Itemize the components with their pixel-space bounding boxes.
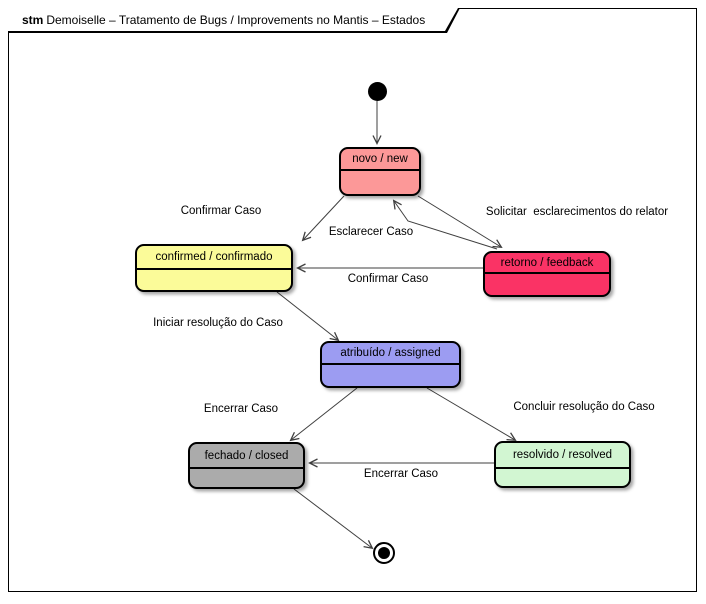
state-fechado-name: fechado / closed bbox=[190, 444, 303, 469]
transition-atribuido-to-resolvido bbox=[426, 387, 517, 441]
transition-label-concluir-resolucao: Concluir resolução do Caso bbox=[513, 401, 655, 413]
diagram-keyword: stm bbox=[22, 13, 44, 27]
state-atribuido-name: atribuído / assigned bbox=[322, 343, 459, 365]
diagram-frame bbox=[8, 8, 697, 592]
state-retorno-body bbox=[485, 274, 609, 295]
state-retorno-feedback: retorno / feedback bbox=[483, 251, 611, 297]
transition-atribuido-to-fechado bbox=[289, 387, 358, 442]
state-confirmed-body bbox=[137, 270, 291, 290]
final-state-node bbox=[373, 542, 395, 564]
state-novo-body bbox=[341, 171, 419, 194]
transition-confirmed-to-atribuido bbox=[276, 291, 340, 342]
transition-novo-to-confirmed bbox=[301, 195, 345, 242]
transition-fechado-to-final bbox=[293, 488, 374, 550]
transition-label-confirmar-caso-retorno: Confirmar Caso bbox=[347, 273, 429, 285]
state-atribuido-assigned: atribuído / assigned bbox=[320, 341, 461, 388]
transition-label-iniciar-resolucao: Iniciar resolução do Caso bbox=[153, 317, 283, 329]
transition-label-solicitar-esclarecimentos: Solicitar esclarecimentos do relator bbox=[485, 206, 669, 218]
state-fechado-body bbox=[190, 469, 303, 487]
state-confirmed-confirmado: confirmed / confirmado bbox=[135, 244, 293, 292]
transition-label-encerrar-caso-atribuido: Encerrar Caso bbox=[203, 403, 279, 415]
state-novo-name: novo / new bbox=[341, 149, 419, 171]
transition-label-esclarecer-caso: Esclarecer Caso bbox=[328, 226, 414, 238]
initial-state-node bbox=[368, 82, 387, 101]
state-retorno-name: retorno / feedback bbox=[485, 253, 609, 274]
transition-label-confirmar-caso-novo: Confirmar Caso bbox=[180, 205, 262, 217]
transition-retorno-to-novo bbox=[392, 199, 498, 250]
state-atribuido-body bbox=[322, 365, 459, 386]
transition-novo-to-retorno bbox=[417, 195, 503, 249]
state-resolvido-name: resolvido / resolved bbox=[496, 443, 629, 469]
state-novo-new: novo / new bbox=[339, 147, 421, 196]
state-confirmed-name: confirmed / confirmado bbox=[137, 246, 291, 270]
transition-label-encerrar-caso-resolvido: Encerrar Caso bbox=[363, 468, 439, 480]
state-resolvido-resolved: resolvido / resolved bbox=[494, 441, 631, 488]
state-resolvido-body bbox=[496, 469, 629, 486]
state-fechado-closed: fechado / closed bbox=[188, 442, 305, 489]
final-state-dot bbox=[378, 547, 390, 559]
diagram-title-text: Demoiselle – Tratamento de Bugs / Improv… bbox=[46, 13, 426, 27]
